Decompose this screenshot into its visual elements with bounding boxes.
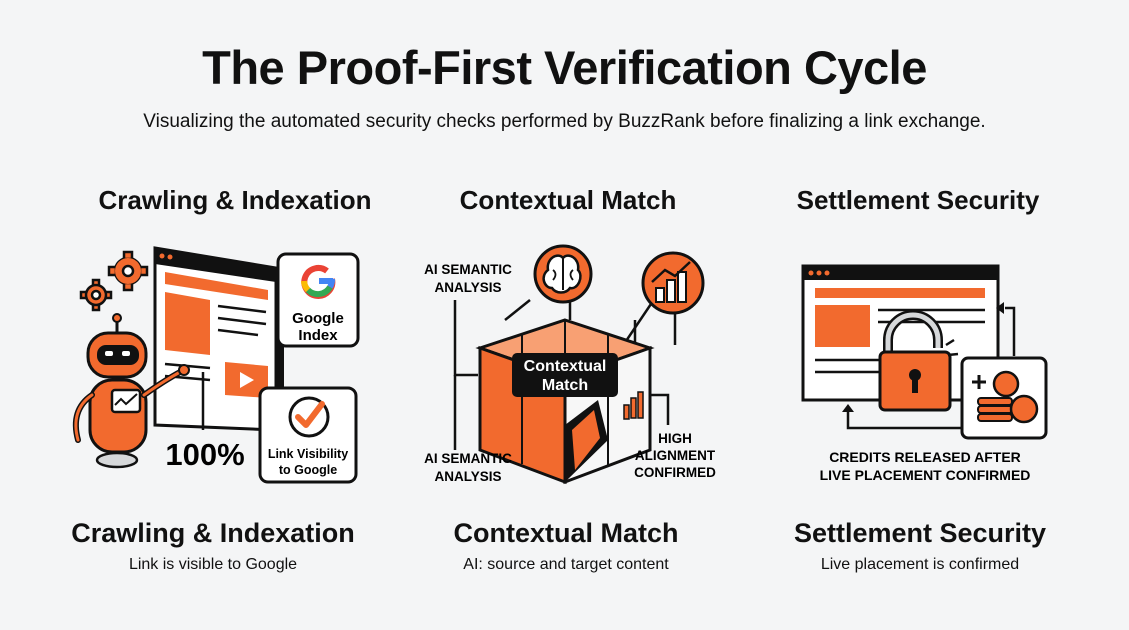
column-heading-crawling: Crawling & Indexation bbox=[98, 185, 372, 215]
column-footer-subtitle-crawling: Link is visible to Google bbox=[128, 556, 298, 573]
visibility-line2: to Google bbox=[279, 463, 337, 477]
contextual-illustration: Contextual Match AI SEMANTIC ANALYSIS AI… bbox=[424, 244, 716, 485]
bar-chart-icon bbox=[641, 251, 705, 315]
center-label-line1: Contextual bbox=[524, 358, 607, 375]
right-label-line2: ALIGNMENT bbox=[635, 448, 716, 463]
bottom-label-line2: ANALYSIS bbox=[434, 469, 501, 484]
column-heading-settlement: Settlement Security bbox=[796, 185, 1040, 215]
brain-icon bbox=[533, 244, 593, 304]
google-logo-icon bbox=[301, 265, 336, 299]
google-index-line1: Google bbox=[292, 310, 344, 327]
right-label-line1: HIGH bbox=[658, 431, 692, 446]
column-footer-subtitle-contextual: AI: source and target content bbox=[463, 556, 669, 573]
visibility-line1: Link Visibility bbox=[268, 447, 348, 461]
settlement-caption-line1: CREDITS RELEASED AFTER bbox=[829, 449, 1021, 465]
google-index-line2: Index bbox=[298, 327, 338, 344]
checkmark-icon bbox=[295, 401, 325, 428]
robot-icon bbox=[72, 313, 190, 469]
coins-icon bbox=[960, 356, 1048, 440]
settlement-caption-line2: LIVE PLACEMENT CONFIRMED bbox=[820, 467, 1031, 483]
google-index-card: Google Index bbox=[276, 252, 360, 348]
top-label-line1: AI SEMANTIC bbox=[424, 262, 512, 277]
crawling-illustration: Google Index Link Visibility to Google 1… bbox=[72, 246, 360, 484]
padlock-icon bbox=[878, 310, 959, 412]
column-footer-title-contextual: Contextual Match bbox=[453, 518, 679, 548]
bottom-label-line1: AI SEMANTIC bbox=[424, 451, 512, 466]
page-title: The Proof-First Verification Cycle bbox=[202, 41, 927, 94]
link-visibility-card: Link Visibility to Google bbox=[258, 386, 358, 484]
right-label-line3: CONFIRMED bbox=[634, 465, 716, 480]
settlement-illustration: CREDITS RELEASED AFTER LIVE PLACEMENT CO… bbox=[801, 264, 1048, 483]
gear-icon bbox=[107, 250, 149, 292]
column-footer-title-settlement: Settlement Security bbox=[793, 518, 1047, 548]
column-heading-contextual: Contextual Match bbox=[459, 185, 677, 215]
top-label-line2: ANALYSIS bbox=[434, 280, 501, 295]
page-subtitle: Visualizing the automated security check… bbox=[143, 111, 986, 132]
percent-label: 100% bbox=[165, 437, 244, 472]
center-label-line2: Match bbox=[542, 377, 588, 394]
browser-window bbox=[153, 246, 284, 432]
column-footer-title-crawling: Crawling & Indexation bbox=[71, 518, 355, 548]
column-footer-subtitle-settlement: Live placement is confirmed bbox=[820, 556, 1020, 573]
gear-icon bbox=[79, 278, 113, 312]
